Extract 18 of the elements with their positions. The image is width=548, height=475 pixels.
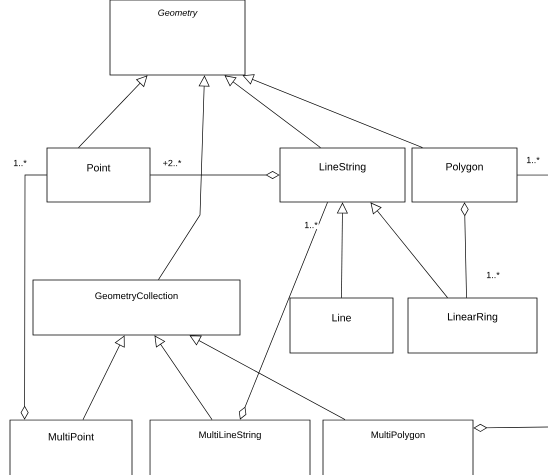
class-box: LinearRing bbox=[408, 298, 538, 354]
multiplicity-label: 1..* bbox=[12, 158, 28, 168]
class-box: Point bbox=[46, 148, 150, 202]
class-box: GeometryCollection bbox=[32, 280, 240, 336]
class-box: Line bbox=[290, 298, 394, 354]
class-box: Geometry bbox=[110, 0, 246, 76]
class-box: MultiPolygon bbox=[322, 420, 474, 475]
inheritance-arrow bbox=[242, 74, 423, 148]
class-box: MultiLineString bbox=[150, 420, 310, 475]
multiplicity-label: 1..* bbox=[525, 156, 541, 164]
multiplicity-label: +2..* bbox=[162, 158, 182, 168]
class-box: MultiPoint bbox=[10, 420, 132, 475]
class-box: LineString bbox=[280, 148, 406, 202]
inheritance-arrow bbox=[190, 335, 346, 420]
multiplicity-label: 1..* bbox=[485, 270, 501, 280]
association-line bbox=[517, 174, 548, 176]
class-box: Polygon bbox=[412, 148, 518, 202]
multiplicity-label: 1..* bbox=[303, 220, 319, 230]
